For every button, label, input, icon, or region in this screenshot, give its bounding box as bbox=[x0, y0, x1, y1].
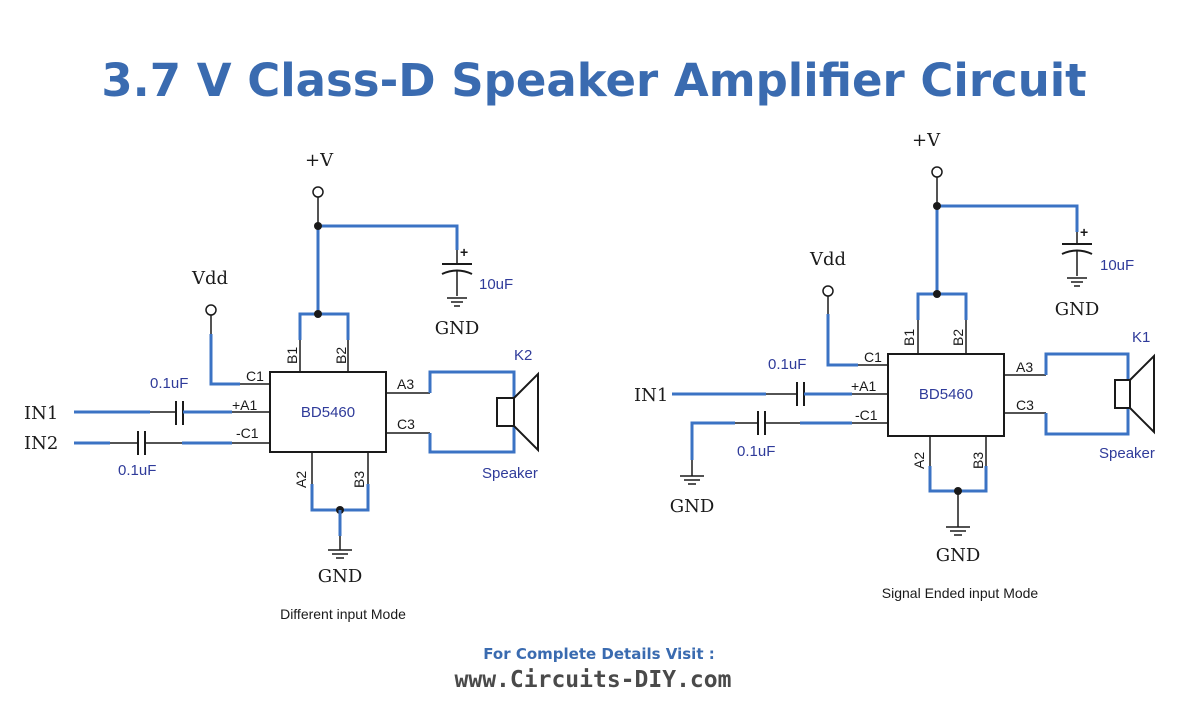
left-ic-label: BD5460 bbox=[301, 404, 355, 421]
left-cap-in2-value: 0.1uF bbox=[118, 462, 156, 479]
left-gnd-supply-label: GND bbox=[435, 318, 480, 339]
left-circuit: +V + 10uF GND BD5460 B1 B2 C1 bbox=[24, 150, 539, 622]
svg-text:+A1: +A1 bbox=[232, 397, 258, 413]
left-speaker-ref: K2 bbox=[514, 347, 532, 364]
left-junction-b bbox=[314, 310, 322, 318]
right-ground-icon-input bbox=[680, 475, 704, 485]
left-gnd-bottom-label: GND bbox=[318, 566, 363, 587]
svg-text:B2: B2 bbox=[950, 329, 966, 346]
svg-text:C1: C1 bbox=[864, 349, 882, 365]
left-input-capacitor-1 bbox=[175, 401, 184, 425]
svg-text:B1: B1 bbox=[901, 329, 917, 346]
right-gnd-bottom-label: GND bbox=[936, 545, 981, 566]
left-caption: Different input Mode bbox=[280, 606, 406, 622]
left-cap-in1-value: 0.1uF bbox=[150, 375, 188, 392]
right-speaker-icon bbox=[1114, 353, 1155, 435]
right-junction-b bbox=[933, 290, 941, 298]
svg-text:C3: C3 bbox=[397, 416, 415, 432]
left-cap-supply-value: 10uF bbox=[479, 276, 513, 293]
right-ic-label: BD5460 bbox=[919, 386, 973, 403]
right-input-capacitor-1 bbox=[796, 382, 805, 406]
left-vdd-terminal bbox=[205, 304, 217, 316]
left-supply-terminal bbox=[312, 186, 324, 198]
svg-text:-C1: -C1 bbox=[236, 425, 259, 441]
footer-website-link[interactable]: www.Circuits-DIY.com bbox=[455, 667, 732, 693]
footer-visit-text: For Complete Details Visit : bbox=[483, 645, 714, 663]
svg-text:A3: A3 bbox=[1016, 359, 1033, 375]
svg-text:B1: B1 bbox=[284, 347, 300, 364]
svg-text:B3: B3 bbox=[351, 471, 367, 488]
right-speaker-label: Speaker bbox=[1099, 445, 1155, 462]
right-gnd-input-label: GND bbox=[670, 496, 715, 517]
svg-text:B2: B2 bbox=[333, 347, 349, 364]
left-in2-label: IN2 bbox=[24, 433, 58, 454]
left-junction-top bbox=[314, 222, 322, 230]
right-junction-top bbox=[933, 202, 941, 210]
right-caption: Signal Ended input Mode bbox=[882, 585, 1039, 601]
right-cap-supply-value: 10uF bbox=[1100, 257, 1134, 274]
right-vdd-terminal bbox=[822, 285, 834, 297]
right-circuit: +V + 10uF GND BD5460 B1 B2 C1 +A1 bbox=[634, 130, 1155, 601]
svg-text:-C1: -C1 bbox=[855, 407, 878, 423]
svg-text:+: + bbox=[460, 244, 468, 260]
left-supply-capacitor: + bbox=[441, 244, 473, 296]
right-vdd-label: Vdd bbox=[809, 249, 846, 270]
svg-text:+A1: +A1 bbox=[851, 378, 877, 394]
svg-text:A2: A2 bbox=[911, 452, 927, 469]
left-speaker-label: Speaker bbox=[482, 465, 538, 482]
left-ground-icon-bottom bbox=[328, 549, 352, 559]
svg-text:+: + bbox=[1080, 224, 1088, 240]
left-speaker-icon bbox=[496, 371, 539, 453]
left-input-capacitor-2 bbox=[137, 431, 146, 455]
right-supply-terminal bbox=[931, 166, 943, 178]
left-vdd-label: Vdd bbox=[191, 268, 228, 289]
right-supply-capacitor: + bbox=[1061, 224, 1093, 276]
right-in1-label: IN1 bbox=[634, 385, 668, 406]
right-cap-in1-value: 0.1uF bbox=[768, 356, 806, 373]
svg-text:A3: A3 bbox=[397, 376, 414, 392]
right-supply-label: +V bbox=[912, 130, 941, 151]
page-title: 3.7 V Class-D Speaker Amplifier Circuit bbox=[101, 54, 1086, 107]
right-ic-body bbox=[887, 353, 1005, 437]
svg-text:C3: C3 bbox=[1016, 397, 1034, 413]
right-gnd-supply-label: GND bbox=[1055, 299, 1100, 320]
svg-text:A2: A2 bbox=[293, 471, 309, 488]
right-cap-in2-value: 0.1uF bbox=[737, 443, 775, 460]
left-ic-body bbox=[269, 371, 387, 453]
svg-text:C1: C1 bbox=[246, 368, 264, 384]
left-in1-label: IN1 bbox=[24, 403, 58, 424]
right-input-capacitor-2 bbox=[757, 411, 766, 435]
svg-text:B3: B3 bbox=[970, 452, 986, 469]
right-ground-icon-bottom bbox=[946, 526, 970, 536]
left-ground-icon-supply bbox=[447, 297, 467, 307]
left-supply-label: +V bbox=[305, 150, 334, 171]
right-ground-icon-supply bbox=[1067, 277, 1087, 287]
right-speaker-ref: K1 bbox=[1132, 329, 1150, 346]
